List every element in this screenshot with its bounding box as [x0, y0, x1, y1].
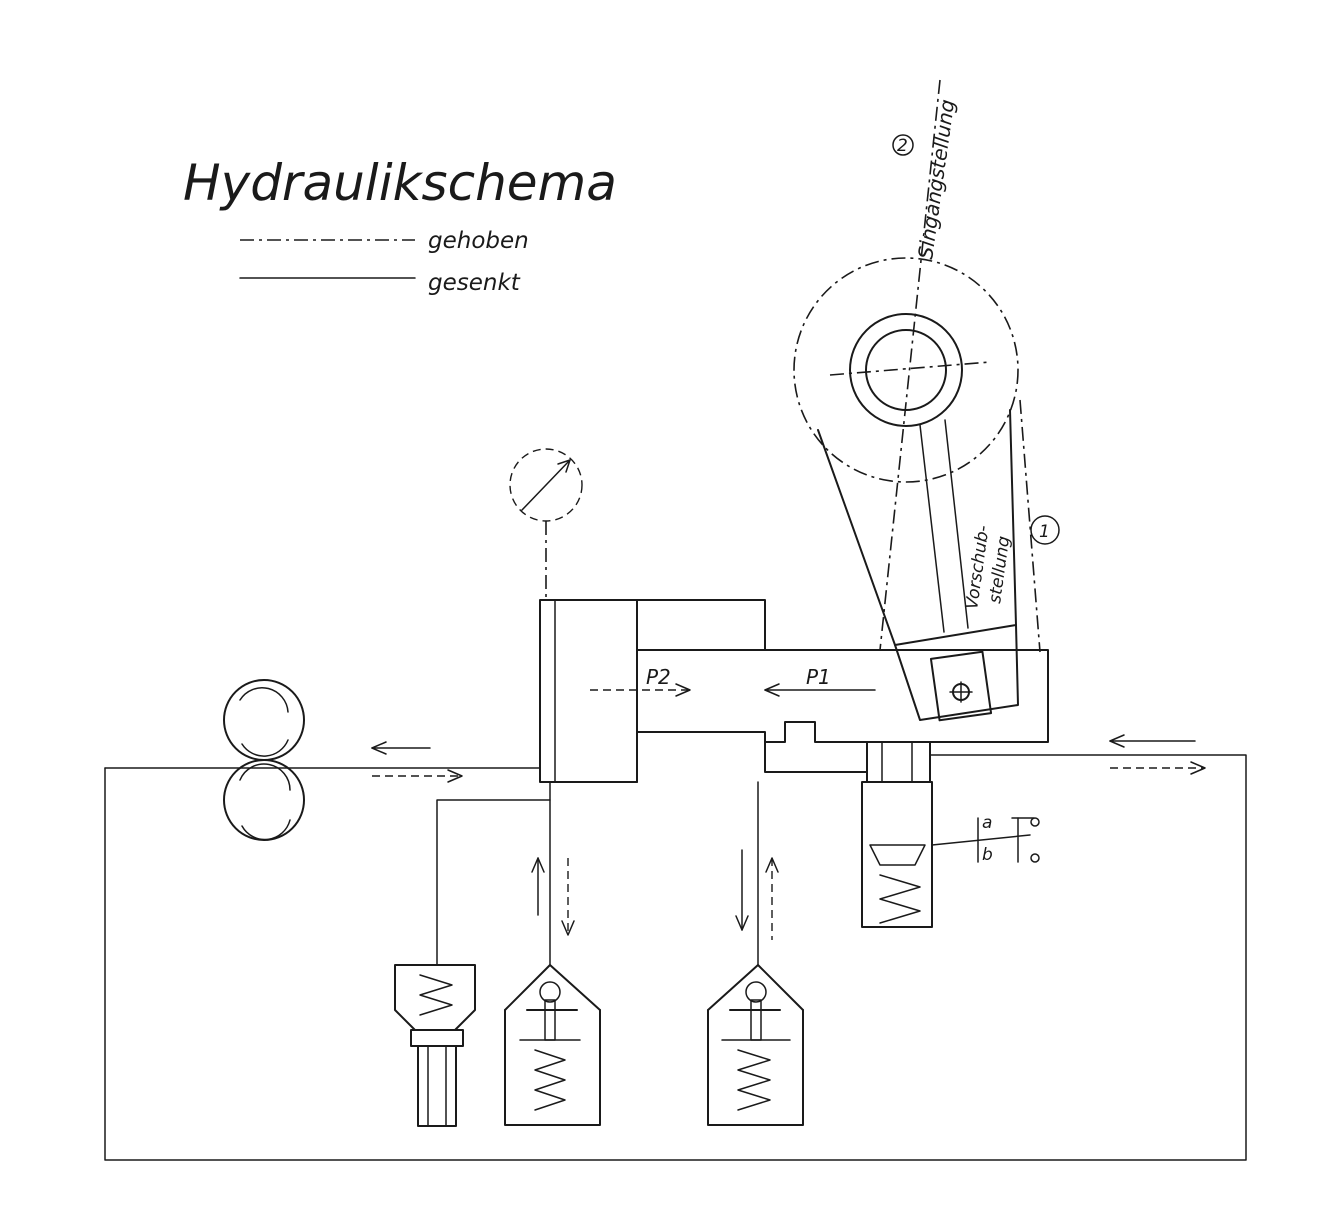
spring-icon [419, 974, 453, 1016]
valve-spool-housing [636, 731, 931, 773]
relief-valve-left [394, 964, 476, 1127]
lever-head [894, 624, 1019, 721]
lever-arm [817, 409, 1017, 646]
flow-arrows-vertical [531, 849, 779, 940]
position-idle-label: Singangstellung [913, 98, 959, 261]
pump-gear-lower [223, 759, 305, 841]
cam-hub [865, 329, 947, 411]
contact-b-label: b [982, 845, 993, 865]
cam-ring [849, 313, 963, 427]
legend-raised-label: gehoben [428, 228, 529, 254]
position-feed-number: 1 [1039, 522, 1050, 542]
spring-valve-right [861, 781, 1031, 928]
valve-upper-body [636, 599, 1049, 743]
pressure-p2-label: P2 [646, 665, 671, 689]
position-idle-number: 2 [897, 136, 908, 156]
position-idle: 2 Singangstellung [892, 98, 959, 261]
check-valve-1 [504, 964, 601, 1126]
flow-arrows-pump [371, 741, 463, 783]
lever-roller-block [929, 650, 993, 722]
position-feed: 1 Vorschub- stellung [962, 515, 1060, 611]
valve-land [764, 721, 868, 743]
return-line [104, 754, 1247, 1161]
electrical-contacts: a b [977, 813, 1040, 865]
pilot-lines [436, 781, 759, 966]
pressure-indicators: P2 P1 [590, 665, 876, 697]
valve-port-right [866, 741, 931, 783]
cam-lever [793, 79, 1041, 722]
diagram-title: Hydraulikschema [183, 154, 617, 212]
legend: gehoben gesenkt [239, 228, 529, 296]
pressure-p1-label: P1 [806, 665, 831, 689]
contact-a-label: a [982, 813, 992, 833]
legend-lowered-label: gesenkt [428, 270, 521, 296]
pressure-gauge [509, 448, 583, 600]
pump-gear-upper [223, 679, 305, 761]
cam-outer [793, 257, 1019, 483]
valve-body [539, 599, 1049, 783]
gear-pump [223, 679, 305, 841]
check-valve-2 [707, 964, 804, 1126]
flow-arrows-right [1109, 734, 1206, 775]
valve-block-left [539, 599, 638, 783]
